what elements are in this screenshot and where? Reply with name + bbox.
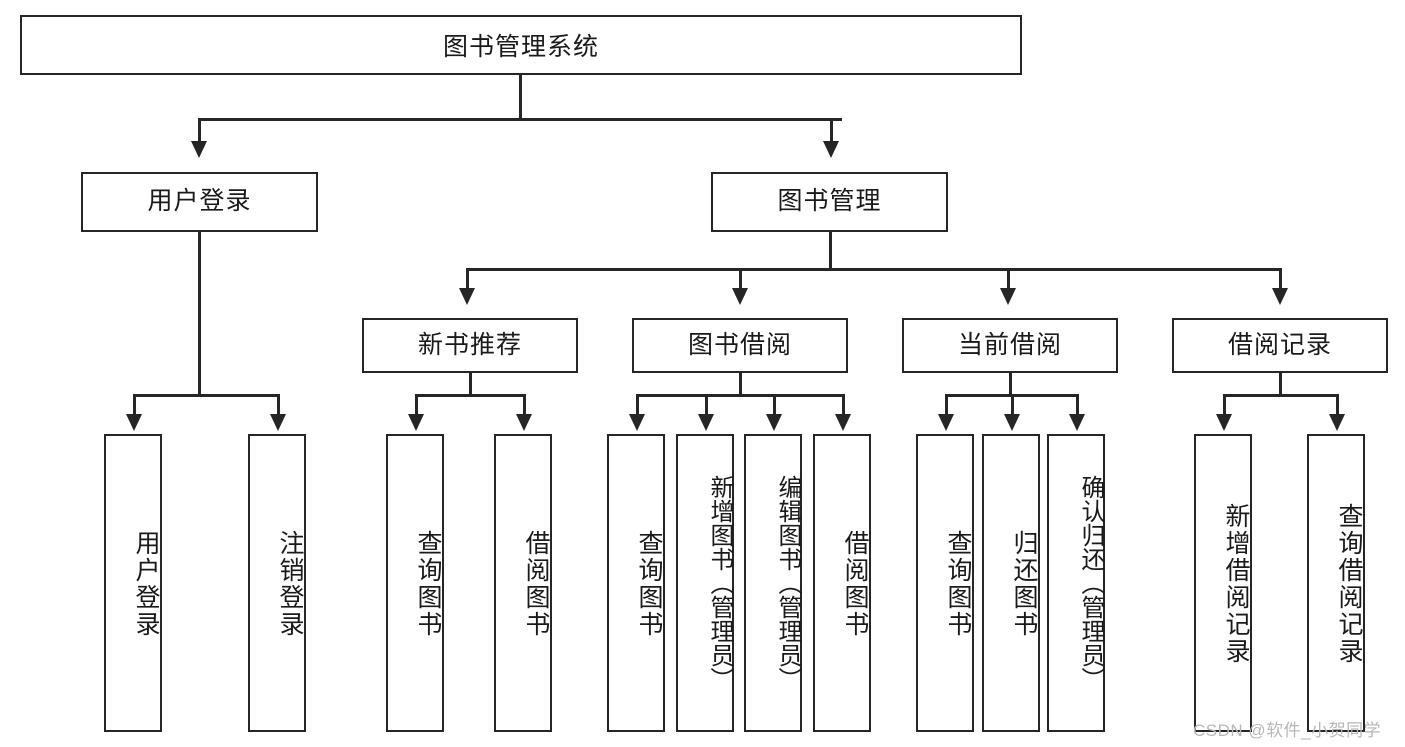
connector-user-login-branch-1 xyxy=(133,394,136,416)
node-user-login[interactable]: 用户登录 xyxy=(81,172,318,232)
arrowhead-cb-leaf-3 xyxy=(1069,414,1085,431)
arrowhead-borrow-record xyxy=(1272,288,1288,305)
connector-nbr-bus xyxy=(415,394,525,397)
node-book-borrow[interactable]: 图书借阅 xyxy=(632,318,848,373)
node-label: 确认归还（管理员） xyxy=(1077,475,1104,691)
node-label: 查询借阅记录 xyxy=(1335,503,1363,665)
connector-root-stem xyxy=(519,75,522,120)
connector-bb-bus xyxy=(636,394,844,397)
arrowhead-bb-leaf-1 xyxy=(629,414,645,431)
leaf-nbr-query-book[interactable]: 查询图书 xyxy=(386,434,444,732)
connector-cb-stem xyxy=(1009,373,1012,396)
leaf-cb-query-book[interactable]: 查询图书 xyxy=(916,434,974,732)
node-label: 用户登录 xyxy=(147,187,252,216)
leaf-nbr-borrow-book[interactable]: 借阅图书 xyxy=(494,434,552,732)
node-label: 查询图书 xyxy=(944,530,972,638)
connector-br-branch-1 xyxy=(1223,394,1226,416)
connector-nbr-branch-1 xyxy=(415,394,418,416)
leaf-cb-return-book[interactable]: 归还图书 xyxy=(982,434,1040,732)
connector-root-bus xyxy=(198,118,842,121)
arrowhead-leaf-logout xyxy=(270,414,286,431)
node-label: 图书管理 xyxy=(777,187,882,216)
node-borrow-record[interactable]: 借阅记录 xyxy=(1172,318,1388,373)
connector-root-to-user-login xyxy=(198,118,201,143)
connector-user-login-stem xyxy=(198,232,201,396)
node-label: 注销登录 xyxy=(276,530,304,638)
leaf-bb-query-book[interactable]: 查询图书 xyxy=(607,434,665,732)
leaf-cb-confirm-return-admin[interactable]: 确认归还（管理员） xyxy=(1047,434,1105,732)
node-current-borrow[interactable]: 当前借阅 xyxy=(902,318,1118,373)
node-label: 图书借阅 xyxy=(687,330,792,359)
connector-br-branch-2 xyxy=(1336,394,1339,416)
arrowhead-bb-leaf-2 xyxy=(698,414,714,431)
arrowhead-nbr-leaf-2 xyxy=(516,414,532,431)
node-label: 新书推荐 xyxy=(417,330,522,359)
connector-bm-branch-2 xyxy=(739,268,742,290)
node-book-management[interactable]: 图书管理 xyxy=(711,172,948,232)
arrowhead-current-borrow xyxy=(1000,288,1016,305)
connector-cb-branch-3 xyxy=(1076,394,1079,416)
connector-root-to-book-management xyxy=(830,118,833,143)
arrowhead-bb-leaf-3 xyxy=(766,414,782,431)
node-label: 归还图书 xyxy=(1010,530,1038,638)
node-label: 新增借阅记录 xyxy=(1222,503,1250,665)
node-new-book-recommend[interactable]: 新书推荐 xyxy=(362,318,578,373)
node-label: 查询图书 xyxy=(635,530,663,638)
connector-user-login-branch-2 xyxy=(277,394,280,416)
connector-bb-branch-4 xyxy=(842,394,845,416)
connector-bb-stem xyxy=(739,373,742,396)
connector-br-bus xyxy=(1223,394,1338,397)
arrowhead-nbr-leaf-1 xyxy=(408,414,424,431)
arrowhead-br-leaf-2 xyxy=(1329,414,1345,431)
arrowhead-cb-leaf-1 xyxy=(938,414,954,431)
leaf-br-add-record[interactable]: 新增借阅记录 xyxy=(1194,434,1252,732)
node-label: 借阅图书 xyxy=(522,530,550,638)
arrowhead-book-management xyxy=(823,141,839,158)
arrowhead-book-borrow xyxy=(732,288,748,305)
leaf-logout[interactable]: 注销登录 xyxy=(248,434,306,732)
arrowhead-leaf-user-login xyxy=(126,414,142,431)
node-label: 编辑图书（管理员） xyxy=(774,475,801,691)
node-label: 查询图书 xyxy=(414,530,442,638)
connector-br-stem xyxy=(1279,373,1282,396)
connector-bm-branch-3 xyxy=(1007,268,1010,290)
node-label: 新增图书（管理员） xyxy=(706,475,733,691)
node-label: 借阅记录 xyxy=(1227,330,1332,359)
connector-book-management-stem xyxy=(829,232,832,270)
arrowhead-br-leaf-1 xyxy=(1216,414,1232,431)
connector-bb-branch-1 xyxy=(636,394,639,416)
connector-bm-branch-1 xyxy=(466,268,469,290)
node-root-book-management-system[interactable]: 图书管理系统 xyxy=(20,15,1022,75)
connector-bb-branch-2 xyxy=(705,394,708,416)
connector-cb-branch-2 xyxy=(1011,394,1014,416)
leaf-bb-edit-book-admin[interactable]: 编辑图书（管理员） xyxy=(744,434,802,732)
node-label: 图书管理系统 xyxy=(442,33,599,61)
leaf-bb-borrow-book[interactable]: 借阅图书 xyxy=(813,434,871,732)
connector-book-management-bus xyxy=(466,268,1282,271)
leaf-br-query-record[interactable]: 查询借阅记录 xyxy=(1307,434,1365,732)
arrowhead-new-book-recommend xyxy=(459,288,475,305)
node-label: 借阅图书 xyxy=(841,530,869,638)
csdn-watermark: CSDN @软件_小贺同学 xyxy=(1193,721,1382,740)
arrowhead-user-login xyxy=(191,141,207,158)
connector-bm-branch-4 xyxy=(1279,268,1282,290)
connector-user-login-bus xyxy=(133,394,279,397)
node-label: 用户登录 xyxy=(132,530,160,638)
leaf-user-login[interactable]: 用户登录 xyxy=(104,434,162,732)
arrowhead-bb-leaf-4 xyxy=(835,414,851,431)
connector-nbr-stem xyxy=(469,373,472,396)
connector-bb-branch-3 xyxy=(773,394,776,416)
leaf-bb-add-book-admin[interactable]: 新增图书（管理员） xyxy=(676,434,734,732)
node-label: 当前借阅 xyxy=(957,330,1062,359)
arrowhead-cb-leaf-2 xyxy=(1004,414,1020,431)
connector-nbr-branch-2 xyxy=(523,394,526,416)
connector-cb-branch-1 xyxy=(945,394,948,416)
